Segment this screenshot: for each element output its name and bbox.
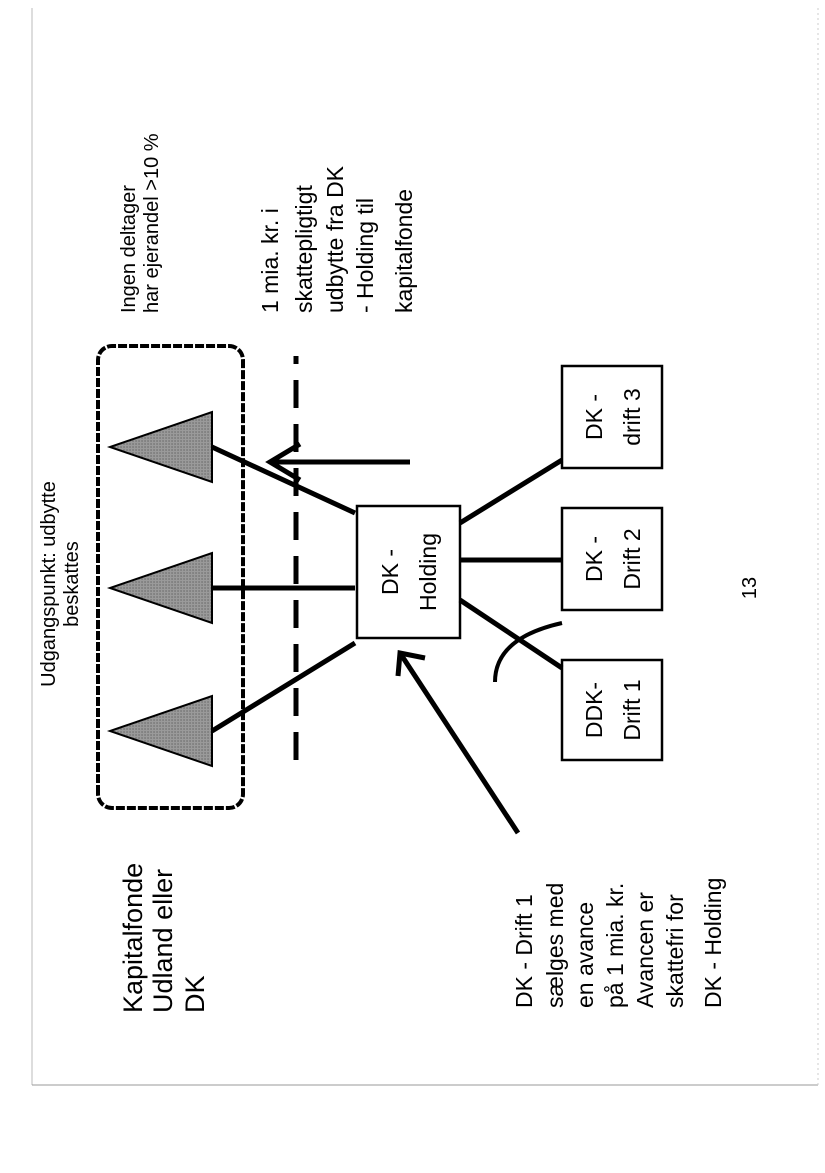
sale-arrow-shaft xyxy=(397,651,521,835)
fund-triangle-3 xyxy=(106,410,213,484)
sale-note-line2: sælges med xyxy=(542,883,568,1008)
dividend-arrow-head xyxy=(265,441,302,483)
funds-label-line1: Kapitalfonde xyxy=(118,863,148,1013)
holding-label-line1: DK - xyxy=(377,549,403,595)
sale-cut-arc xyxy=(493,621,563,683)
drift3-box xyxy=(560,364,664,470)
dividend-note-line5: kapitalfonde xyxy=(391,189,417,313)
participants-note-line1: Ingen deltager xyxy=(118,185,140,313)
funds-label-line3: DK xyxy=(180,975,210,1013)
drift3-label-line2: drift 3 xyxy=(619,388,645,446)
drift1-label-line1: DDK- xyxy=(581,682,607,738)
participants-note-line2: har ejerandel >10 % xyxy=(141,133,163,313)
drift2-label-line2: Drift 2 xyxy=(619,528,645,589)
caption-line1: Udgangspunkt: udbytte xyxy=(38,481,60,687)
drift1-label-line2: Drift 1 xyxy=(619,679,645,740)
fund-triangle-1 xyxy=(106,694,213,768)
sale-note-line1: DK - Drift 1 xyxy=(511,894,537,1008)
link-fund3-holding xyxy=(210,444,357,516)
caption-line2: beskattes xyxy=(61,541,83,627)
link-holding-drift3 xyxy=(458,457,564,526)
sale-note-line7: DK - Holding xyxy=(700,878,726,1008)
sale-note-line6: skattefri for xyxy=(662,894,688,1008)
drift1-box xyxy=(560,658,664,762)
drift3-label-line1: DK - xyxy=(581,394,607,440)
rotated-slide: Udgangspunkt: udbytte beskattes DK - Hol… xyxy=(38,133,761,1013)
holding-label-line2: Holding xyxy=(415,533,441,611)
sale-note-line4: på 1 mia. kr. xyxy=(602,883,628,1008)
link-holding-drift1 xyxy=(458,597,564,671)
holding-box xyxy=(355,504,462,640)
link-fund1-holding xyxy=(210,640,357,734)
sale-note-line3: en avance xyxy=(572,902,598,1008)
dividend-note-line4: - Holding til xyxy=(352,198,378,313)
funds-group-box xyxy=(96,344,245,810)
sale-arrow-head xyxy=(395,650,426,677)
drift2-box xyxy=(560,506,664,612)
funds-label-line2: Udland eller xyxy=(148,869,178,1013)
drift2-label-line1: DK - xyxy=(581,536,607,582)
page-number: 13 xyxy=(739,577,761,599)
fund-triangle-2 xyxy=(106,551,213,625)
sale-note-line5: Avancen er xyxy=(632,892,658,1008)
dividend-note-line2: skattepligtigt xyxy=(291,185,317,313)
dividend-note-line3: udbytte fra DK xyxy=(322,165,348,313)
dividend-note-line1: 1 mia. kr. i xyxy=(257,208,283,313)
